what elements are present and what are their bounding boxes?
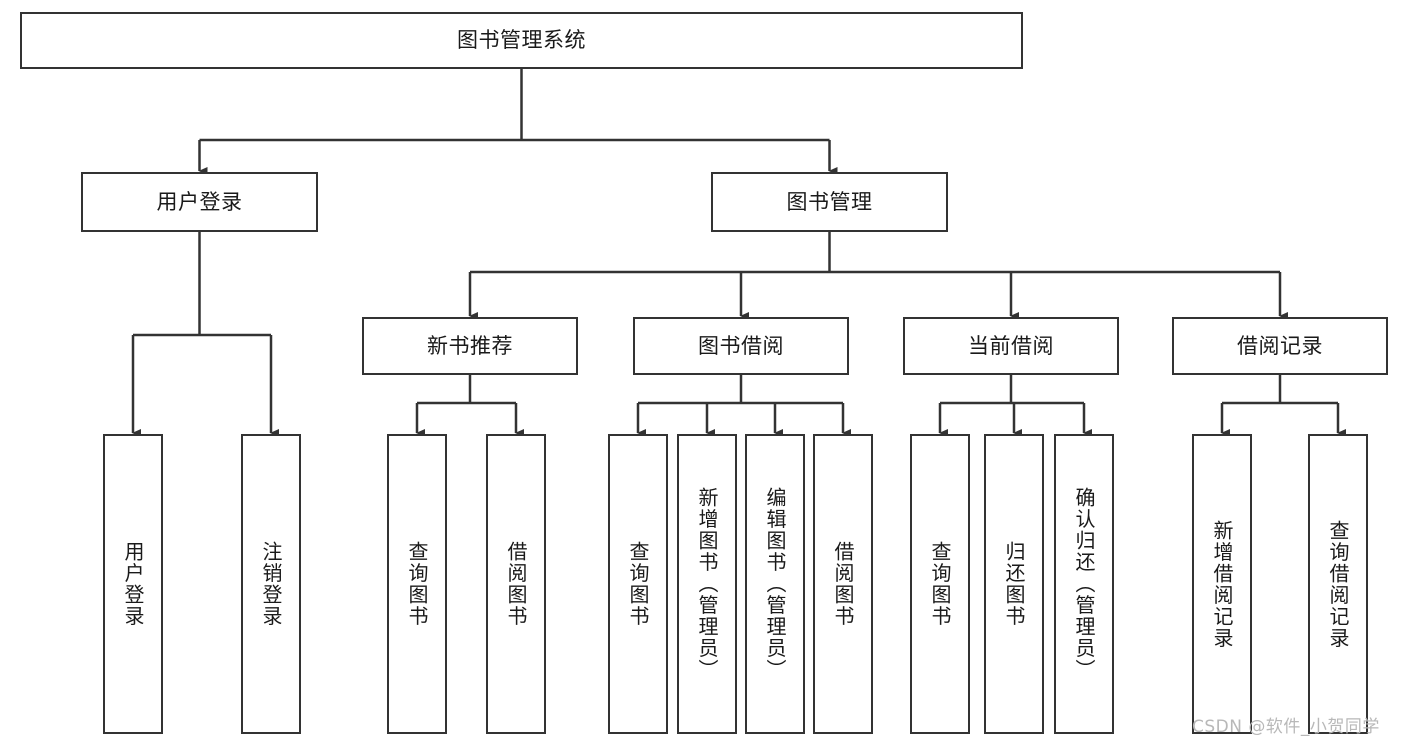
node-leaf-login-2[interactable]: 注销登录 — [241, 434, 301, 734]
node-leaf-cur-2[interactable]: 归还图书 — [984, 434, 1044, 734]
node-leaf-new-2[interactable]: 借阅图书 — [486, 434, 546, 734]
csdn-watermark: CSDN @软件_小贺同学 — [1192, 717, 1380, 737]
node-label: 查询图书 — [626, 541, 650, 627]
node-bookmgmt[interactable]: 图书管理 — [711, 172, 948, 232]
node-label: 用户登录 — [156, 189, 243, 214]
node-leaf-bor-1[interactable]: 查询图书 — [608, 434, 668, 734]
node-label: 借阅图书 — [504, 541, 528, 627]
node-label: 当前借阅 — [968, 333, 1054, 358]
node-label: 查询图书 — [928, 541, 952, 627]
node-leaf-login-1[interactable]: 用户登录 — [103, 434, 163, 734]
node-leaf-cur-3[interactable]: 确认归还（管理员） — [1054, 434, 1114, 734]
node-leaf-new-1[interactable]: 查询图书 — [387, 434, 447, 734]
node-leaf-rec-1[interactable]: 新增借阅记录 — [1192, 434, 1252, 734]
node-leaf-bor-4[interactable]: 借阅图书 — [813, 434, 873, 734]
node-label: 借阅图书 — [831, 541, 855, 627]
node-leaf-bor-2[interactable]: 新增图书（管理员） — [677, 434, 737, 734]
node-label: 新书推荐 — [427, 333, 513, 358]
node-label: 用户登录 — [121, 541, 145, 627]
node-label: 归还图书 — [1002, 541, 1026, 627]
node-login[interactable]: 用户登录 — [81, 172, 318, 232]
node-label: 查询图书 — [405, 541, 429, 627]
node-label: 确认归还（管理员） — [1072, 487, 1096, 681]
node-current[interactable]: 当前借阅 — [903, 317, 1119, 375]
node-label: 编辑图书（管理员） — [763, 487, 787, 681]
node-label: 查询借阅记录 — [1326, 519, 1350, 649]
node-label: 新增借阅记录 — [1210, 519, 1234, 649]
node-label: 图书管理 — [786, 189, 873, 214]
node-leaf-bor-3[interactable]: 编辑图书（管理员） — [745, 434, 805, 734]
node-newbook[interactable]: 新书推荐 — [362, 317, 578, 375]
node-label: 借阅记录 — [1237, 333, 1323, 358]
node-root[interactable]: 图书管理系统 — [20, 12, 1023, 69]
node-label: 图书管理系统 — [457, 28, 586, 53]
node-label: 注销登录 — [259, 541, 283, 627]
node-leaf-rec-2[interactable]: 查询借阅记录 — [1308, 434, 1368, 734]
node-records[interactable]: 借阅记录 — [1172, 317, 1388, 375]
node-label: 新增图书（管理员） — [695, 487, 719, 681]
node-borrow[interactable]: 图书借阅 — [633, 317, 849, 375]
node-label: 图书借阅 — [698, 333, 784, 358]
node-leaf-cur-1[interactable]: 查询图书 — [910, 434, 970, 734]
